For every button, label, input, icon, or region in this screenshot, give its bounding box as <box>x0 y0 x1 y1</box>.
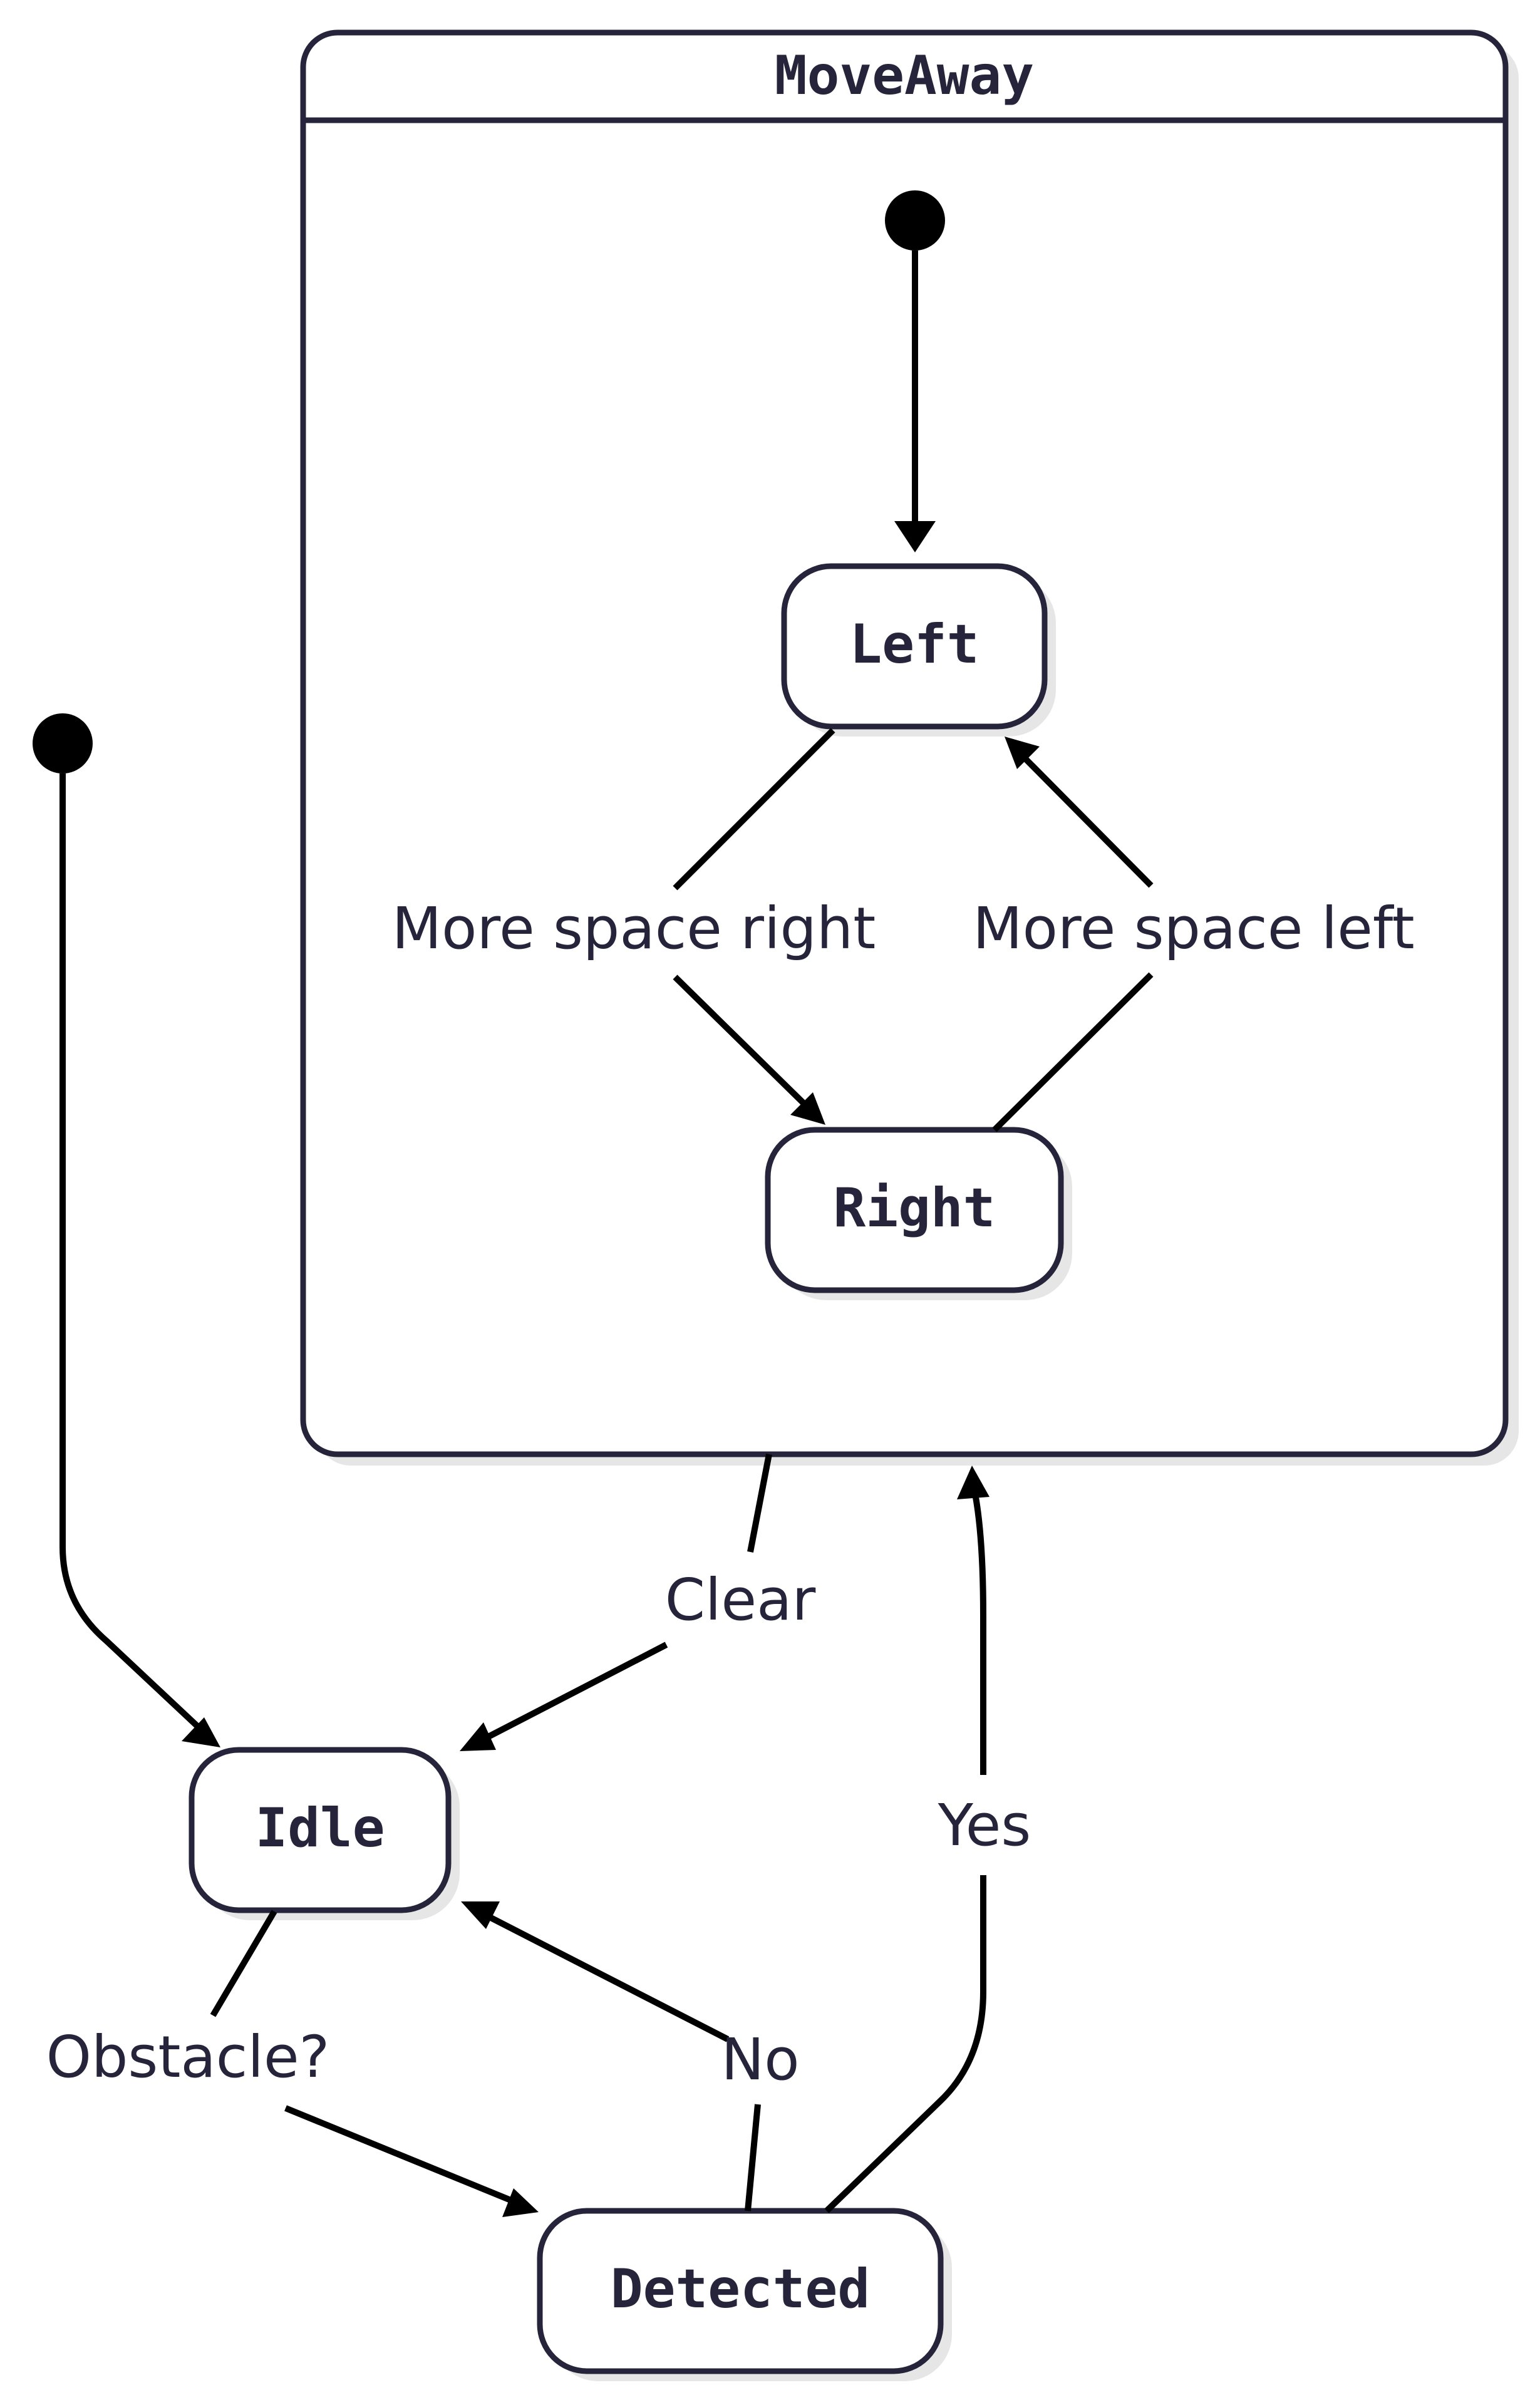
transition-detected-to-idle: No <box>461 1901 800 2211</box>
state-detected[interactable]: Detected <box>537 2208 952 2381</box>
arrowhead-left <box>894 521 936 552</box>
transition-idle-to-detected: Obstacle? <box>46 1910 539 2217</box>
state-idle[interactable]: Idle <box>189 1747 460 1920</box>
label-no: No <box>721 2026 799 2093</box>
state-idle-label: Idle <box>255 1797 385 1859</box>
edge-initial-to-idle <box>59 773 209 1737</box>
moveaway-composite-state: MoveAway <box>300 29 1519 1466</box>
transition-right-to-left: More space left <box>973 737 1415 1132</box>
transition-detected-to-moveaway: Yes <box>824 1466 1031 2213</box>
arrowhead-idle-from-initial <box>182 1717 220 1747</box>
label-clear: Clear <box>665 1566 816 1633</box>
moveaway-title: MoveAway <box>775 44 1034 107</box>
initial-state <box>33 713 93 773</box>
state-left-label: Left <box>849 613 979 676</box>
state-right[interactable]: Right <box>765 1127 1072 1300</box>
label-yes: Yes <box>938 1792 1031 1859</box>
state-right-label: Right <box>834 1177 996 1239</box>
transition-left-to-right: More space right <box>392 728 876 1125</box>
inner-initial-state <box>885 190 945 251</box>
label-more-space-left: More space left <box>973 895 1414 962</box>
state-detected-label: Detected <box>611 2258 870 2320</box>
label-obstacle: Obstacle? <box>46 2024 330 2091</box>
state-left[interactable]: Left <box>781 563 1056 737</box>
transition-moveaway-to-idle: Clear <box>460 1454 815 1751</box>
label-more-space-right: More space right <box>392 895 876 962</box>
